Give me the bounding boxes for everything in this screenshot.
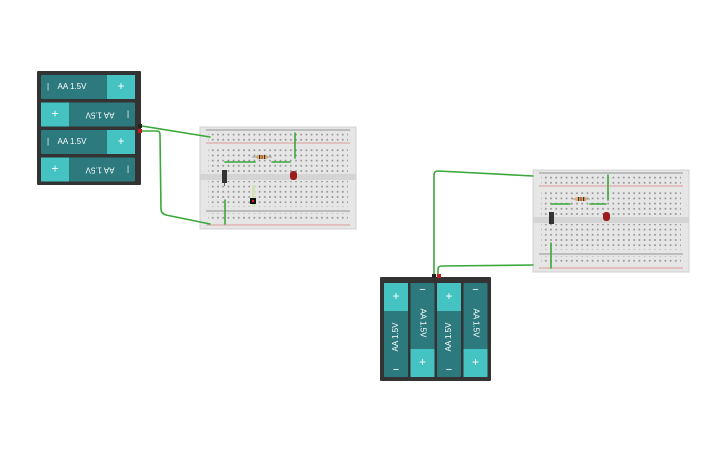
plus-sign: + (117, 134, 124, 148)
resistor[interactable] (252, 155, 272, 159)
plus-sign: + (472, 355, 479, 369)
minus-sign: | (47, 82, 49, 91)
minus-sign: | (127, 110, 129, 119)
cell-label: AA 1.5V (444, 322, 453, 352)
cell-label: AA 1.5V (418, 309, 427, 339)
resistor[interactable] (572, 197, 590, 201)
cell-cap (41, 102, 69, 127)
rail-holes[interactable] (208, 213, 348, 222)
minus-sign: − (393, 364, 399, 376)
wire[interactable] (437, 264, 534, 278)
minus-sign: − (446, 364, 452, 376)
minus-sign: − (419, 284, 425, 296)
cell-cap (437, 283, 461, 311)
plus-sign: + (445, 289, 452, 303)
plus-sign: + (419, 355, 426, 369)
minus-sign: | (47, 137, 49, 146)
plus-sign: + (51, 107, 58, 121)
terminal-strip-holes[interactable] (541, 190, 681, 216)
rail-holes[interactable] (541, 175, 681, 184)
battery-cell: + − AA 1.5V (437, 283, 461, 377)
plus-sign: + (51, 162, 58, 176)
wire[interactable] (141, 130, 211, 225)
wire[interactable] (141, 125, 211, 138)
diode[interactable] (549, 212, 554, 224)
breadboard[interactable] (199, 126, 357, 230)
cell-cap (410, 349, 435, 377)
center-channel (533, 217, 689, 223)
cell-label: AA 1.5V (85, 110, 115, 119)
cell-cap (384, 283, 408, 311)
battery-cell: + − AA 1.5V (384, 283, 408, 377)
cell-cap (107, 130, 135, 154)
minus-sign: − (472, 284, 478, 296)
battery-cell: + | AA 1.5V (41, 157, 135, 182)
cell-label: AA 1.5V (58, 137, 88, 146)
led[interactable] (603, 212, 610, 221)
cell-label: AA 1.5V (85, 165, 115, 174)
rail-holes[interactable] (208, 132, 348, 141)
wire[interactable] (433, 170, 534, 277)
battery-terminal-positive[interactable] (138, 129, 142, 133)
battery-terminal-negative[interactable] (138, 124, 142, 128)
cell-cap (107, 75, 135, 99)
cell-label: AA 1.5V (58, 82, 88, 91)
terminal-strip-holes[interactable] (541, 224, 681, 250)
terminal-strip-holes[interactable] (208, 181, 348, 207)
battery-cell: + | AA 1.5V (41, 102, 135, 127)
center-channel (200, 174, 356, 180)
battery-cell: + − AA 1.5V (410, 283, 435, 377)
battery-pack[interactable]: + | AA 1.5V + | AA 1.5V + | AA 1.5V + | AA 1.5V (37, 71, 141, 185)
battery-cell: + | AA 1.5V (41, 130, 135, 154)
battery-cell: + | AA 1.5V (41, 75, 135, 99)
plus-sign: + (392, 289, 399, 303)
terminal-strip-holes[interactable] (208, 147, 348, 173)
plus-sign: + (117, 79, 124, 93)
cell-cap (41, 157, 69, 182)
battery-terminal-positive[interactable] (437, 274, 441, 278)
minus-sign: | (127, 165, 129, 174)
cell-label: AA 1.5V (471, 309, 480, 339)
rail-holes[interactable] (541, 256, 681, 265)
battery-pack[interactable]: + − AA 1.5V + − AA 1.5V + − AA 1.5V + − AA 1.5V (380, 277, 491, 381)
pushbutton[interactable] (250, 185, 256, 207)
cell-label: AA 1.5V (391, 322, 400, 352)
battery-cell: + − AA 1.5V (463, 283, 488, 377)
breadboard[interactable] (532, 169, 690, 273)
led[interactable] (290, 171, 297, 180)
battery-terminal-negative[interactable] (432, 274, 436, 278)
diode[interactable] (222, 170, 227, 186)
cell-cap (463, 349, 488, 377)
